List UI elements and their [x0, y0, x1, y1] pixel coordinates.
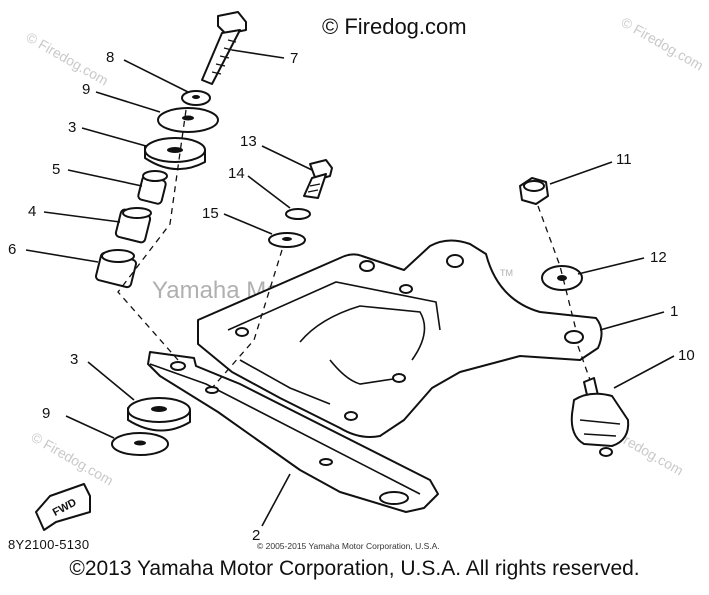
- callout-12: 12: [650, 249, 667, 266]
- callout-2: 2: [252, 527, 260, 544]
- callout-13: 13: [240, 133, 257, 150]
- callout-11: 11: [616, 151, 632, 168]
- callout-3-top: 3: [68, 119, 76, 136]
- bolt-part: [201, 11, 247, 85]
- faint-watermark: © Firedog.com: [619, 14, 707, 74]
- nut-washer-part: [541, 265, 583, 291]
- callout-9-top: 9: [82, 81, 90, 98]
- callout-10: 10: [678, 347, 695, 364]
- faint-watermark: © Firedog.com: [29, 429, 117, 489]
- collar-part: [137, 170, 168, 205]
- callout-4: 4: [28, 203, 36, 220]
- small-bolt-part: [303, 159, 333, 199]
- footer-copyright: ©2013 Yamaha Motor Corporation, U.S.A. A…: [69, 557, 640, 580]
- callout-9-bottom: 9: [42, 405, 50, 422]
- callout-3-bottom: 3: [70, 351, 78, 368]
- callout-7: 7: [290, 50, 298, 67]
- callout-14: 14: [228, 165, 245, 182]
- rubber-damper-part: [144, 137, 206, 171]
- callout-6: 6: [8, 241, 16, 258]
- callout-numbers: 7 8 9 3 5 4 6 13 14 15 11 12 1 10 3 9 2: [8, 49, 695, 544]
- forward-arrow-icon: FWD: [35, 483, 91, 531]
- callout-8: 8: [106, 49, 114, 66]
- sleeve-part: [114, 207, 152, 244]
- nut-part: [519, 177, 549, 205]
- leader-lines: [25, 49, 675, 527]
- flat-washer-part: [157, 107, 219, 133]
- plain-washer-part: [268, 232, 306, 248]
- lock-washer-part: [181, 90, 211, 106]
- callout-15: 15: [202, 205, 219, 222]
- connector-part: [570, 377, 630, 457]
- spring-washer-part: [285, 208, 311, 220]
- lower-flat-washer-part: [111, 432, 169, 456]
- lower-bracket-part: [147, 351, 439, 513]
- plate-code: 8Y2100-5130: [8, 537, 90, 552]
- main-bracket-part: [197, 239, 603, 438]
- diagram-copyright: © 2005-2015 Yamaha Motor Corporation, U.…: [257, 541, 440, 551]
- firedog-watermark: © Firedog.com: [322, 14, 467, 39]
- assembly-lines: [117, 109, 591, 389]
- callout-5: 5: [52, 161, 60, 178]
- faint-watermark: © Firedog.com: [24, 29, 112, 89]
- callout-1: 1: [670, 303, 678, 320]
- lower-rubber-damper-part: [127, 397, 191, 432]
- trademark-mark: TM: [500, 268, 513, 278]
- bushing-part: [94, 249, 138, 289]
